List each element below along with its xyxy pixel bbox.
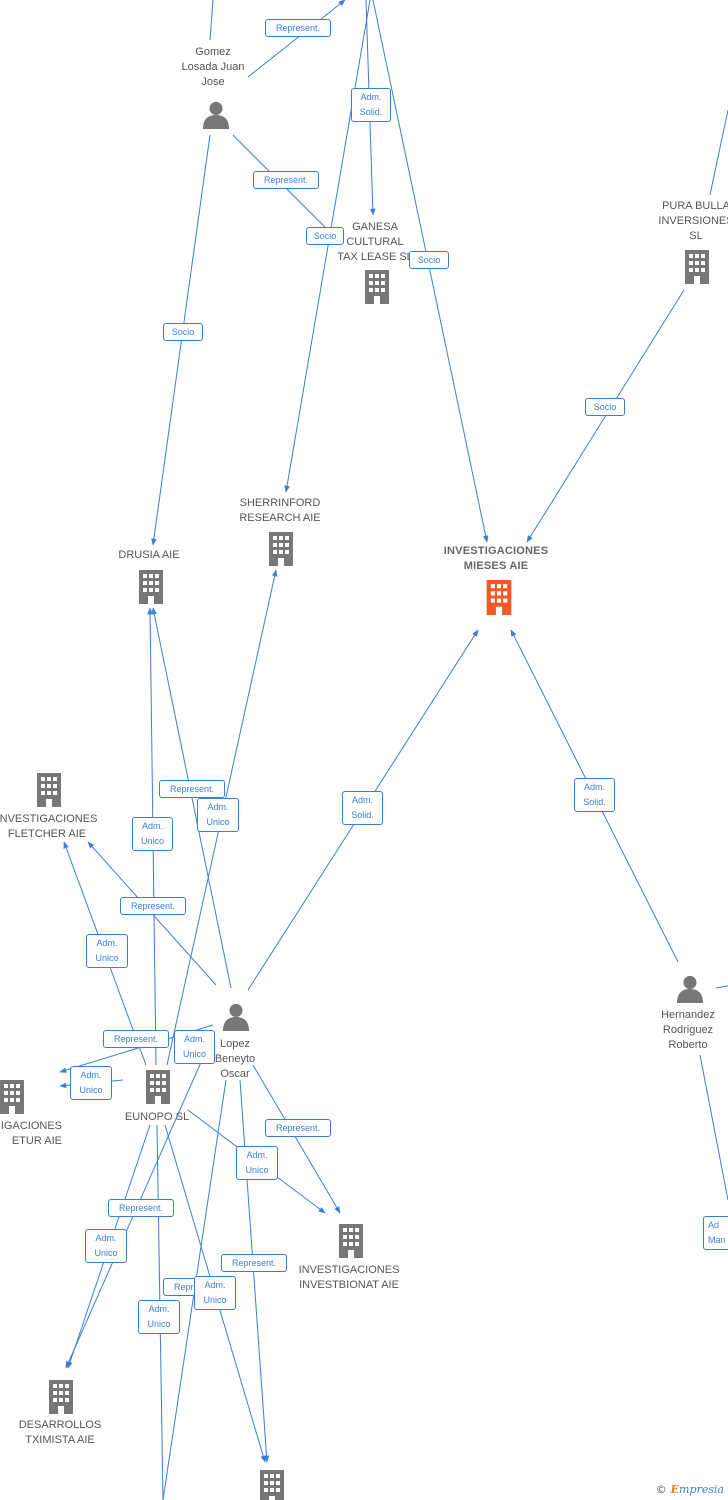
edge-badge-represent: Represent. bbox=[265, 19, 331, 37]
building-icon bbox=[49, 1380, 73, 1414]
person-icon bbox=[202, 101, 230, 129]
node-label-lopez[interactable]: Lopez Beneyto Oscar bbox=[214, 1038, 256, 1080]
building-icon bbox=[365, 270, 389, 304]
node-label-mieses[interactable]: INVESTIGACIONES MIESES AIE bbox=[443, 545, 549, 572]
edge-badge-adm-solid: Adm. Solid. bbox=[574, 778, 615, 812]
node-label-ganesa[interactable]: GANESA CULTURAL TAX LEASE SL bbox=[337, 221, 413, 263]
edge bbox=[709, 109, 728, 196]
node-label-hernandez[interactable]: Hernandez Rodriguez Roberto bbox=[661, 1009, 715, 1051]
building-icon bbox=[139, 570, 163, 604]
edge-badge-adm-unico: Adm. Unico bbox=[138, 1300, 180, 1334]
edge bbox=[252, 1064, 341, 1214]
edge-badge-adm-unico: Adm. Unico bbox=[85, 1229, 127, 1263]
edge bbox=[526, 289, 685, 543]
edge-badge-adm-unico: Adm. Unico bbox=[132, 817, 173, 851]
edge-badge-represent: Represent. bbox=[103, 1030, 169, 1048]
edge bbox=[699, 1054, 728, 1201]
edge-badge-represent: Represent. bbox=[253, 171, 319, 189]
edge-badge-adm-unico: Adm. Unico bbox=[70, 1066, 112, 1100]
node-label-pura-bulla[interactable]: PURA BULLA INVERSIONES SL bbox=[658, 200, 728, 242]
node-label-drusia[interactable]: DRUSIA AIE bbox=[118, 549, 180, 561]
node-label-gomez[interactable]: Gomez Losada Juan Jose bbox=[181, 46, 245, 88]
edge-badge-adm-mancom-partial: Ad Man bbox=[703, 1216, 728, 1250]
edge-badge-adm-solid: Adm. Solid. bbox=[351, 88, 391, 122]
edge-badge-socio: Socio bbox=[163, 323, 203, 341]
edge bbox=[372, 0, 489, 543]
edge bbox=[209, 0, 214, 41]
building-icon bbox=[0, 1080, 24, 1114]
edge-badge-represent: Represent. bbox=[221, 1254, 287, 1272]
edge-badge-adm-unico: Adm. Unico bbox=[174, 1030, 215, 1064]
edge-badge-adm-unico: Adm. Unico bbox=[194, 1276, 236, 1310]
edge-badge-represent: Represent. bbox=[108, 1199, 174, 1217]
building-icon bbox=[146, 1070, 170, 1104]
copyright-icon: © bbox=[655, 1483, 667, 1496]
building-icon-highlight bbox=[486, 580, 512, 615]
brand-e: E bbox=[670, 1483, 680, 1496]
node-label-investbionat[interactable]: INVESTIGACIONES INVESTBIONAT AIE bbox=[298, 1264, 400, 1291]
edge-badge-adm-unico: Adm. Unico bbox=[236, 1146, 278, 1180]
edge-badge-adm-unico: Adm. Unico bbox=[86, 934, 128, 968]
edge-badge-represent: Represent. bbox=[159, 780, 225, 798]
edge bbox=[715, 985, 728, 989]
edge-badge-socio: Socio bbox=[306, 227, 344, 245]
building-icon bbox=[339, 1224, 363, 1258]
person-icon bbox=[222, 1003, 250, 1031]
edge bbox=[151, 607, 232, 989]
brand-name: mpresia bbox=[679, 1483, 724, 1496]
node-label-sherrinford[interactable]: SHERRINFORD RESEARCH AIE bbox=[239, 497, 321, 524]
edge-badge-represent: Represent. bbox=[265, 1119, 331, 1137]
node-label-etur[interactable]: IGACIONES ETUR AIE bbox=[0, 1120, 62, 1147]
building-icon bbox=[37, 773, 61, 807]
person-icon bbox=[676, 975, 704, 1003]
node-label-fletcher[interactable]: INVESTIGACIONES FLETCHER AIE bbox=[0, 813, 98, 840]
building-icon bbox=[260, 1470, 284, 1500]
footer-brand: ©Empresia bbox=[656, 1483, 724, 1496]
edge-badge-represent: Represent. bbox=[120, 897, 186, 915]
edge bbox=[284, 0, 371, 493]
edge-badge-socio: Socio bbox=[409, 251, 449, 269]
edge-badge-socio: Socio bbox=[585, 398, 625, 416]
building-icon bbox=[269, 532, 293, 566]
edge bbox=[247, 0, 346, 78]
node-label-eunopo[interactable]: EUNOPO SL bbox=[124, 1111, 190, 1123]
building-icon bbox=[685, 250, 709, 284]
node-label-tximista[interactable]: DESARROLLOS TXIMISTA AIE bbox=[18, 1419, 102, 1446]
edge-badge-adm-solid: Adm. Solid. bbox=[342, 791, 383, 825]
edge-badge-adm-unico: Adm. Unico bbox=[197, 798, 239, 832]
